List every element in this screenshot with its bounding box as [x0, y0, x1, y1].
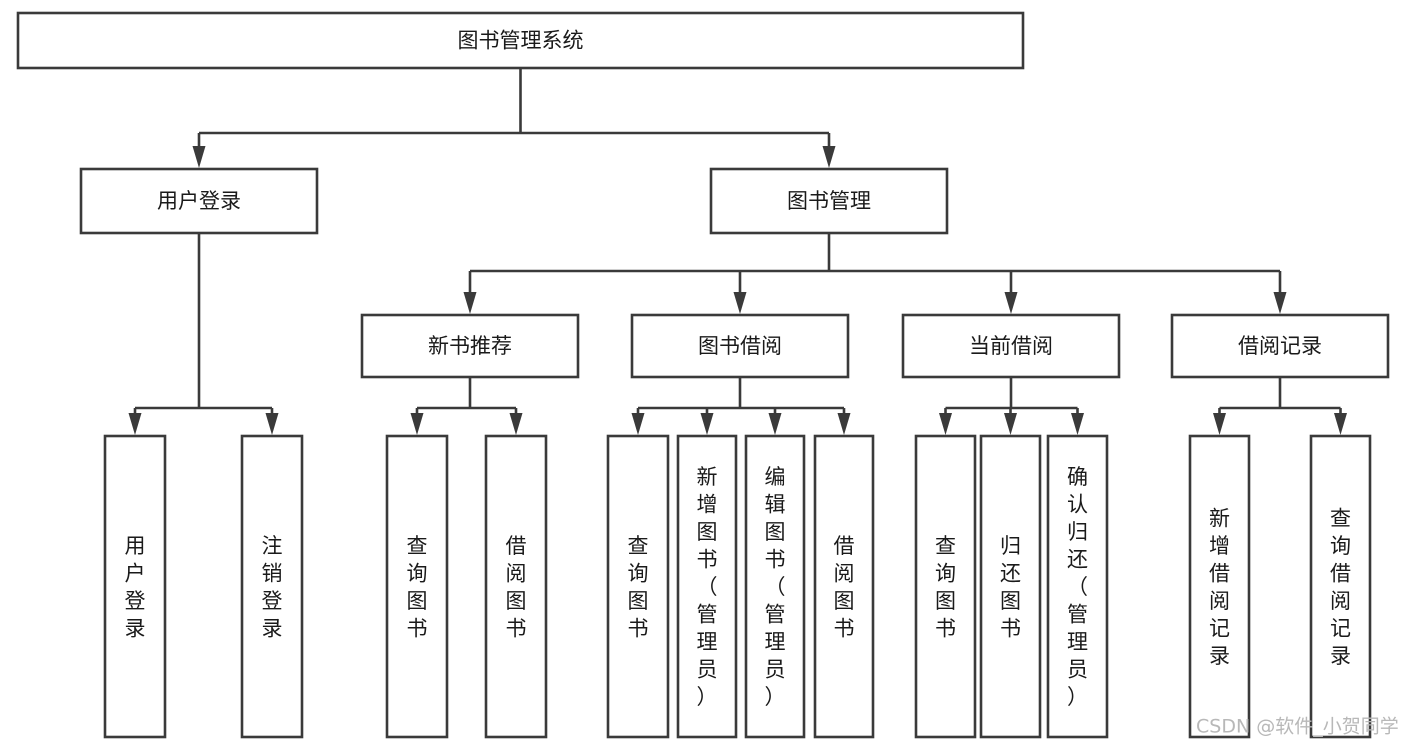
node-label-leaf-edit-book: 编辑图书（管理员）	[765, 465, 786, 709]
arrow-head-icon	[1004, 292, 1018, 314]
node-box-leaf-query-book-2[interactable]	[606, 434, 670, 739]
arrow-head-icon	[700, 413, 714, 435]
node-box-leaf-user-logout[interactable]	[240, 434, 304, 739]
arrow-head-icon	[822, 146, 836, 168]
node-label-leaf-query-book-2: 查询图书	[628, 534, 649, 641]
node-box-leaf-query-record[interactable]	[1309, 434, 1372, 739]
connector-group-new-book-rec	[410, 377, 523, 435]
node-user-login[interactable]: 用户登录	[79, 167, 319, 235]
node-label-leaf-query-book-1: 查询图书	[407, 534, 428, 641]
node-label-book-borrow: 图书借阅	[698, 334, 782, 358]
node-label-root: 图书管理系统	[458, 29, 584, 53]
node-leaf-add-record[interactable]: 新增借阅记录	[1188, 434, 1251, 739]
node-label-leaf-add-record: 新增借阅记录	[1209, 506, 1230, 668]
connector-layer	[128, 68, 1347, 435]
node-book-manage[interactable]: 图书管理	[709, 167, 949, 235]
node-box-root[interactable]	[16, 11, 1025, 70]
node-label-borrow-record: 借阅记录	[1238, 334, 1322, 358]
connector-group-book-manage	[463, 233, 1287, 314]
node-leaf-confirm-return[interactable]: 确认归还（管理员）	[1046, 434, 1109, 739]
node-new-book-rec[interactable]: 新书推荐	[360, 313, 580, 379]
arrow-head-icon	[1334, 413, 1347, 435]
node-box-user-login[interactable]	[79, 167, 319, 235]
node-box-leaf-confirm-return[interactable]	[1046, 434, 1109, 739]
node-box-leaf-borrow-book-1[interactable]	[484, 434, 548, 739]
node-layer: 图书管理系统用户登录图书管理新书推荐图书借阅当前借阅借阅记录用户登录注销登录查询…	[16, 11, 1390, 739]
node-leaf-borrow-book-2[interactable]: 借阅图书	[813, 434, 875, 739]
arrow-head-icon	[463, 292, 477, 314]
node-label-book-manage: 图书管理	[787, 189, 871, 213]
node-leaf-user-logout[interactable]: 注销登录	[240, 434, 304, 739]
csdn-watermark: CSDN @软件_小贺同学	[1196, 716, 1399, 738]
node-leaf-borrow-book-1[interactable]: 借阅图书	[484, 434, 548, 739]
connector-group-root	[192, 68, 836, 168]
arrow-head-icon	[192, 146, 206, 168]
node-label-current-borrow: 当前借阅	[969, 334, 1053, 358]
connector-group-book-borrow	[631, 377, 851, 435]
node-label-leaf-borrow-book-1: 借阅图书	[506, 534, 527, 641]
node-label-user-login: 用户登录	[157, 189, 241, 213]
node-box-borrow-record[interactable]	[1170, 313, 1390, 379]
arrow-head-icon	[1071, 413, 1084, 435]
arrow-head-icon	[128, 413, 142, 435]
arrow-head-icon	[1213, 413, 1226, 435]
connector-group-borrow-record	[1213, 377, 1347, 435]
node-leaf-user-login[interactable]: 用户登录	[103, 434, 167, 739]
node-box-book-borrow[interactable]	[630, 313, 850, 379]
arrow-head-icon	[939, 413, 952, 435]
arrow-head-icon	[410, 413, 424, 435]
arrow-head-icon	[265, 413, 279, 435]
node-label-new-book-rec: 新书推荐	[428, 334, 512, 358]
node-label-leaf-query-book-3: 查询图书	[935, 534, 956, 641]
node-current-borrow[interactable]: 当前借阅	[901, 313, 1121, 379]
node-label-leaf-confirm-return: 确认归还（管理员）	[1067, 465, 1088, 709]
node-book-borrow[interactable]: 图书借阅	[630, 313, 850, 379]
node-box-leaf-borrow-book-2[interactable]	[813, 434, 875, 739]
arrow-head-icon	[733, 292, 747, 314]
node-box-new-book-rec[interactable]	[360, 313, 580, 379]
node-leaf-add-book[interactable]: 新增图书（管理员）	[676, 434, 738, 739]
node-box-leaf-query-book-1[interactable]	[385, 434, 449, 739]
node-leaf-return-book[interactable]: 归还图书	[979, 434, 1042, 739]
node-leaf-query-record[interactable]: 查询借阅记录	[1309, 434, 1372, 739]
arrow-head-icon	[768, 413, 782, 435]
connector-group-current-borrow	[939, 377, 1084, 435]
node-leaf-query-book-2[interactable]: 查询图书	[606, 434, 670, 739]
node-label-leaf-user-logout: 注销登录	[262, 534, 283, 641]
node-box-book-manage[interactable]	[709, 167, 949, 235]
node-box-leaf-user-login[interactable]	[103, 434, 167, 739]
node-label-leaf-add-book: 新增图书（管理员）	[697, 465, 718, 709]
node-box-leaf-return-book[interactable]	[979, 434, 1042, 739]
node-box-leaf-add-record[interactable]	[1188, 434, 1251, 739]
arrow-head-icon	[1273, 292, 1287, 314]
node-label-leaf-return-book: 归还图书	[1000, 534, 1021, 641]
node-label-leaf-query-record: 查询借阅记录	[1330, 506, 1351, 668]
node-box-leaf-query-book-3[interactable]	[914, 434, 977, 739]
arrow-head-icon	[509, 413, 523, 435]
node-leaf-query-book-1[interactable]: 查询图书	[385, 434, 449, 739]
connector-group-user-login	[128, 233, 279, 435]
node-leaf-query-book-3[interactable]: 查询图书	[914, 434, 977, 739]
node-box-current-borrow[interactable]	[901, 313, 1121, 379]
node-box-leaf-edit-book[interactable]	[744, 434, 806, 739]
node-root[interactable]: 图书管理系统	[16, 11, 1025, 70]
arrow-head-icon	[631, 413, 645, 435]
node-leaf-edit-book[interactable]: 编辑图书（管理员）	[744, 434, 806, 739]
node-borrow-record[interactable]: 借阅记录	[1170, 313, 1390, 379]
arrow-head-icon	[1004, 413, 1017, 435]
node-label-leaf-borrow-book-2: 借阅图书	[834, 534, 855, 641]
node-label-leaf-user-login: 用户登录	[125, 534, 146, 641]
node-box-leaf-add-book[interactable]	[676, 434, 738, 739]
arrow-head-icon	[837, 413, 851, 435]
